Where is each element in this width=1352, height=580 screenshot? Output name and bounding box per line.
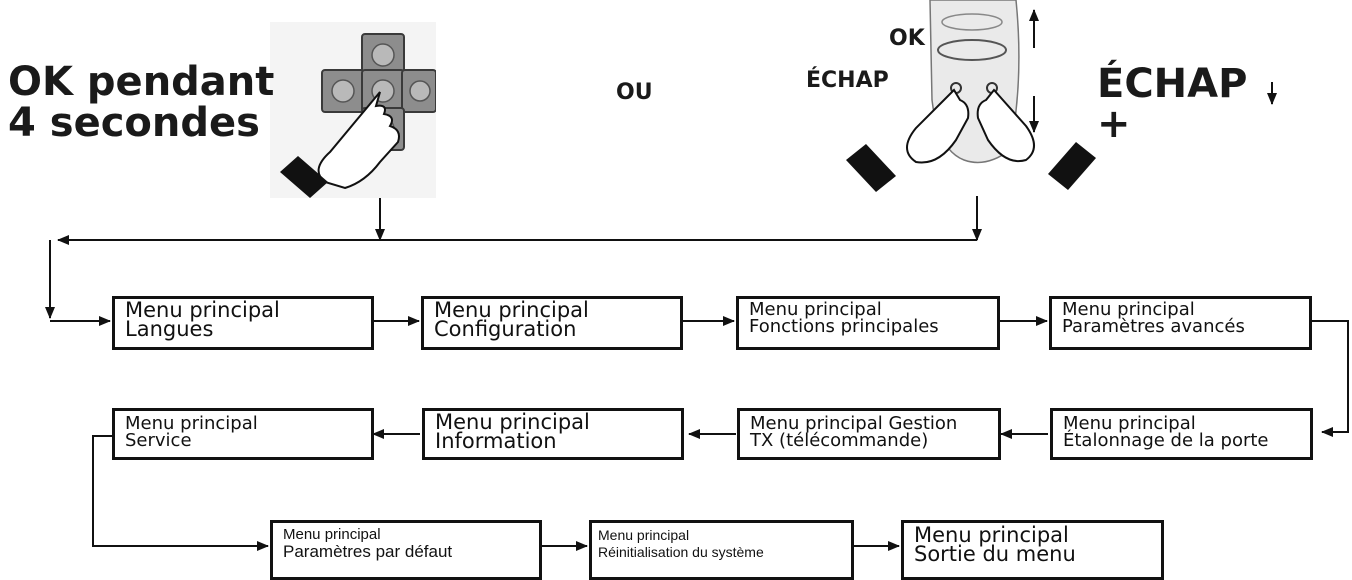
arrow-service-defaut (92, 435, 269, 551)
instruction-right-line2: + (1097, 101, 1131, 147)
arrow-parametres-etalonnage (1310, 320, 1349, 437)
instruction-right-line1: ÉCHAP (1097, 61, 1248, 107)
instruction-left-line2: 4 secondes (8, 100, 260, 146)
remote-two-finger-press-icon (846, 0, 1096, 192)
keypad-press-icon (270, 22, 436, 198)
instruction-left-line1: OK pendant (8, 59, 275, 105)
remote-echap-label: ÉCHAP (806, 68, 889, 93)
or-label: OU (616, 80, 653, 105)
remote-ok-label: OK (889, 26, 925, 51)
